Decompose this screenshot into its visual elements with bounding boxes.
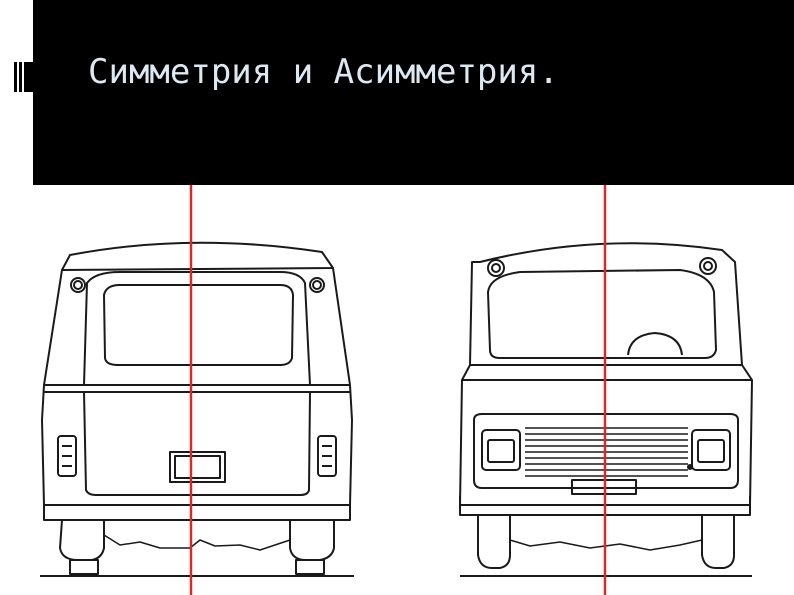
van-rear-view-icon <box>40 241 354 577</box>
slide-title: Симметрия и Асимметрия. <box>88 52 559 92</box>
title-bar <box>33 0 794 185</box>
